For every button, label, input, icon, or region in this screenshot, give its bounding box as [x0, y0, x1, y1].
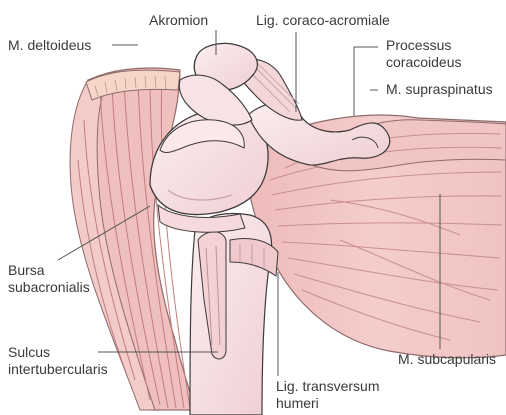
leader-processus-coracoideus: [354, 47, 378, 116]
label-sulcus-intertubercularis: Sulcus intertubercularis: [8, 344, 108, 378]
label-m-deltoideus: M. deltoideus: [8, 37, 91, 54]
label-bursa-subacromialis: Bursa subacronialis: [8, 262, 90, 296]
label-processus-coracoideus: Processus coracoideus: [386, 37, 462, 71]
label-m-supraspinatus: M. supraspinatus: [386, 81, 493, 98]
label-m-subcapularis: M. subcapularis: [398, 351, 496, 368]
humerus: [190, 214, 278, 415]
label-lig-transversum-humeri: Lig. transversum humeri: [276, 378, 379, 412]
label-lig-coraco-acromiale: Lig. coraco-acromiale: [256, 12, 390, 29]
label-akromion: Akromion: [149, 12, 208, 29]
